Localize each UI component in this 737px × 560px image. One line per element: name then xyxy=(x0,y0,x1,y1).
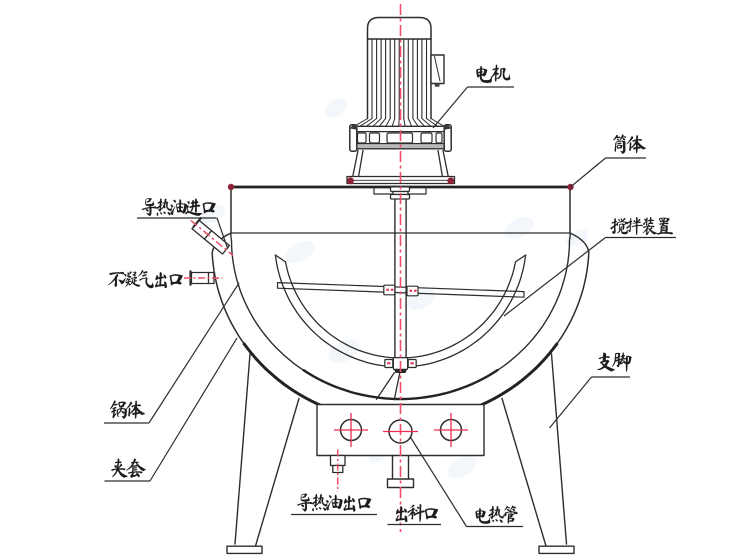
motor-dome xyxy=(366,16,432,40)
label-cylinder-body-leader xyxy=(570,157,606,188)
agitator-cross-arm xyxy=(276,282,525,298)
bottom-seam-lines xyxy=(375,372,401,401)
motor-stand-trapezoid xyxy=(352,149,449,177)
agitator-shaft xyxy=(394,198,407,359)
label-lines xyxy=(104,86,676,528)
motor xyxy=(354,16,445,127)
motor-junction-box xyxy=(430,54,445,87)
stool-slots xyxy=(356,132,443,144)
hub-red-ticks xyxy=(386,288,417,365)
label-agitator-leader xyxy=(503,237,606,317)
label-support-leg-leader xyxy=(549,376,592,429)
label-thermal-oil-inlet-leader xyxy=(216,217,229,249)
motor-fin-flare xyxy=(354,118,445,127)
support-leg-left xyxy=(226,353,300,555)
arm-hub-connectors xyxy=(383,284,419,297)
motor-fins xyxy=(371,38,428,120)
label-electric-heating-tube-leader xyxy=(409,436,468,527)
label-motor-leader xyxy=(432,86,468,129)
support-leg-right xyxy=(501,353,575,555)
oil-inlet-centerline xyxy=(190,219,234,257)
centerlines xyxy=(184,4,468,532)
label-jacket-leader xyxy=(149,337,238,482)
datum-dots xyxy=(227,177,574,191)
label-pot-body-leader xyxy=(148,282,240,424)
label-texts xyxy=(107,64,673,524)
port-crosshairs xyxy=(334,413,468,447)
